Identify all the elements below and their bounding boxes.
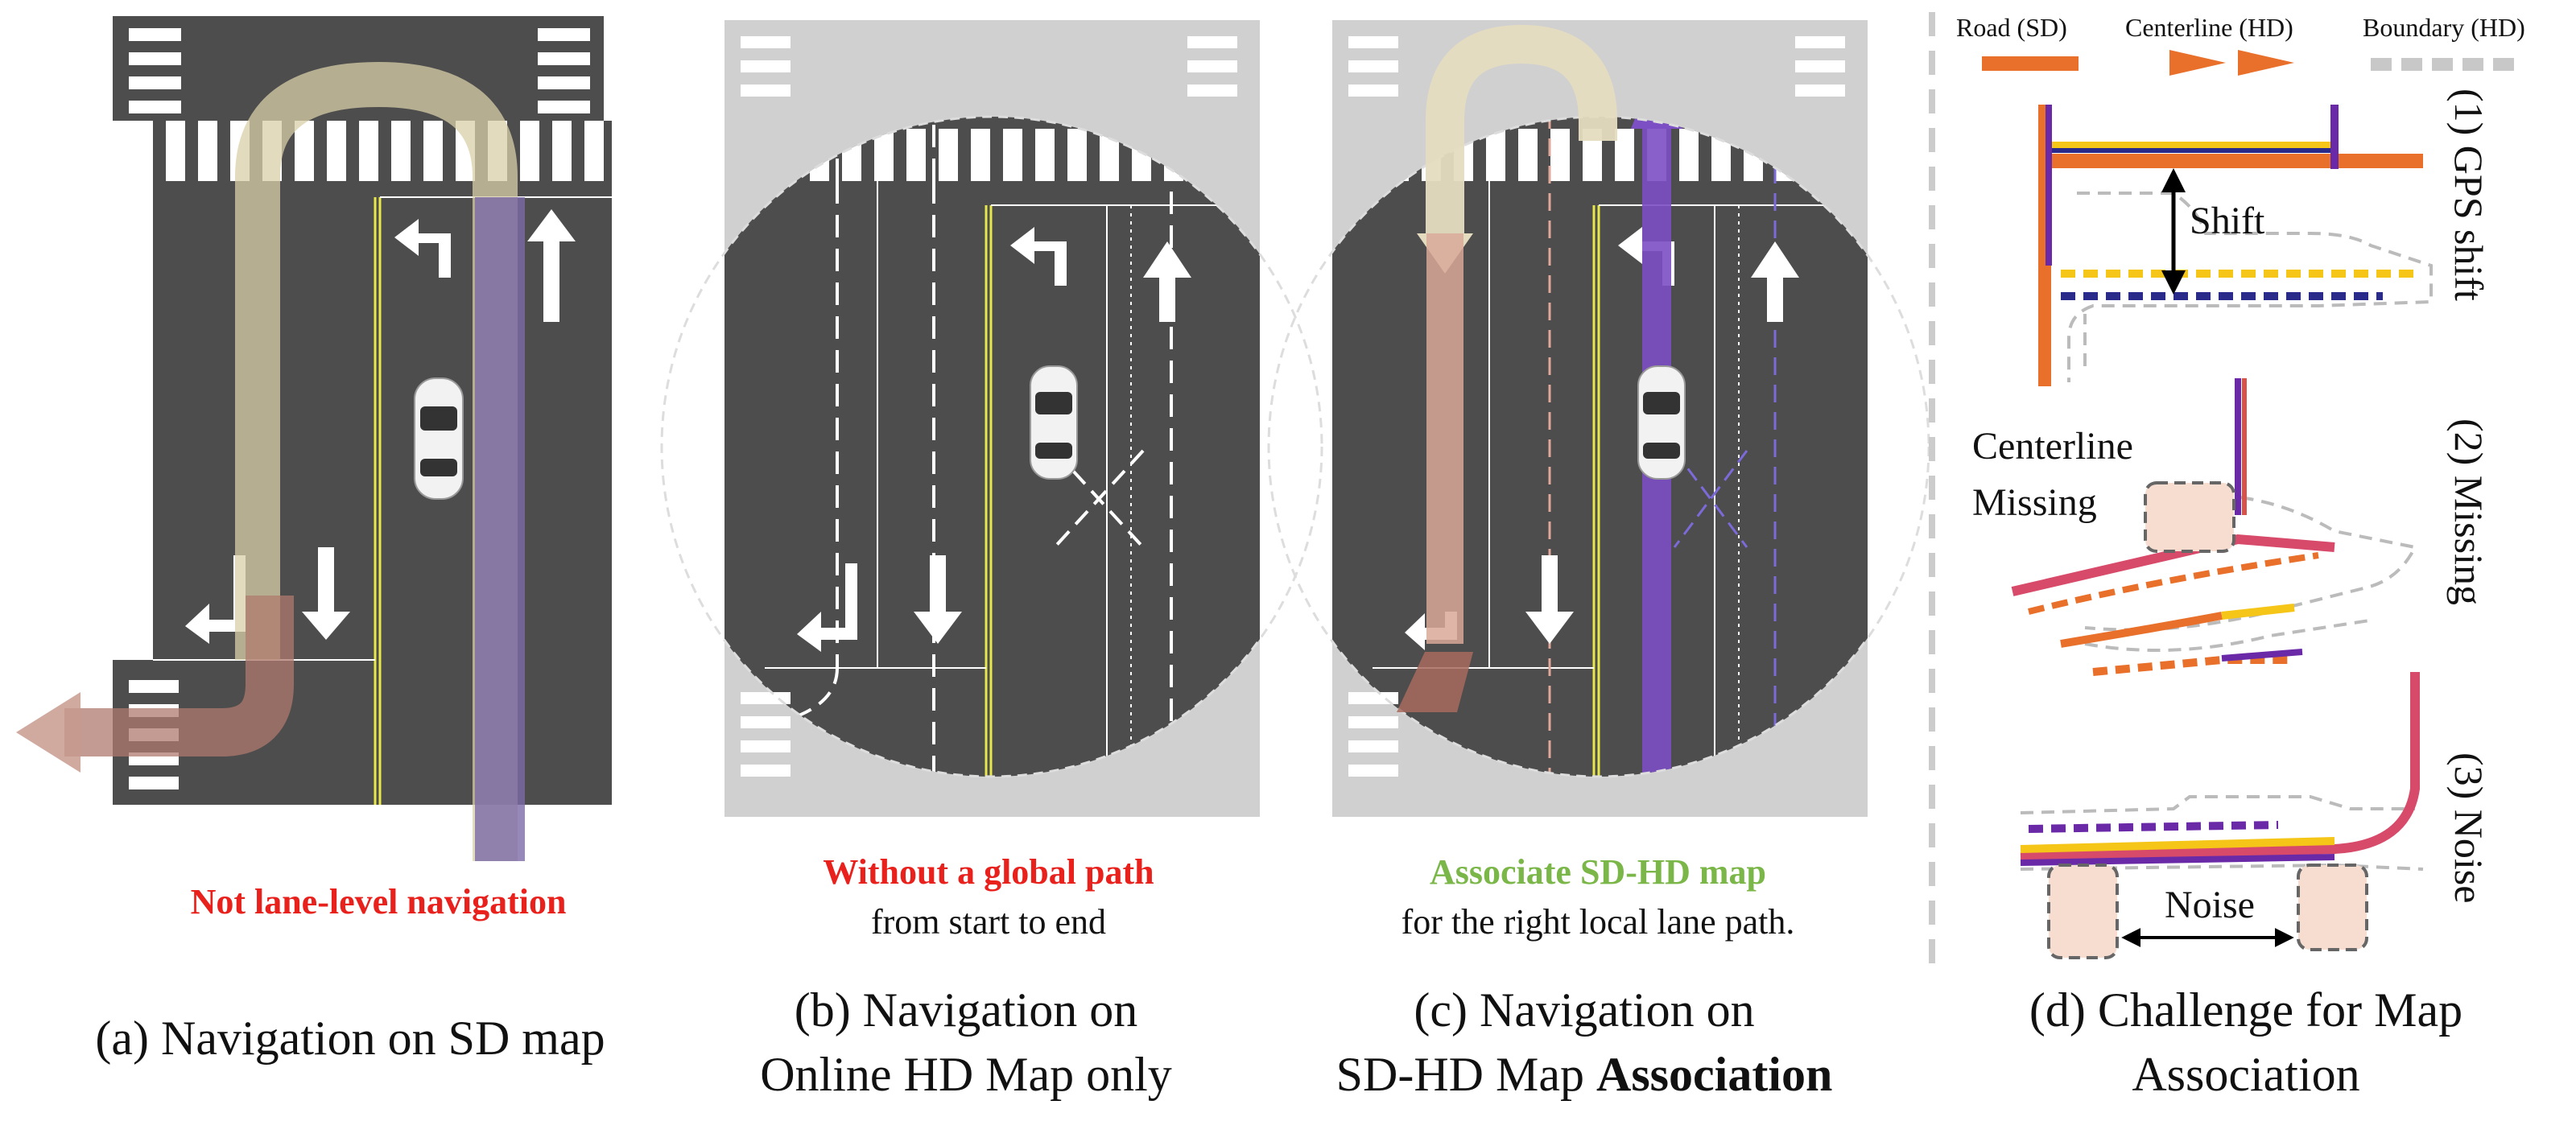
- row1-label: (1) GPS shift: [2446, 89, 2491, 301]
- legend-centerline-swatch: [2169, 50, 2294, 76]
- missing-annotation-line2: Missing: [1972, 481, 2097, 524]
- panel-c-diagram: [1267, 20, 1930, 817]
- panel-a-note: Not lane-level navigation: [191, 882, 567, 921]
- panel-d-missing: Centerline Missing: [1972, 378, 2417, 676]
- panel-b-diagram: [660, 20, 1323, 817]
- panel-b-caption-line2: Online HD Map only: [760, 1048, 1172, 1101]
- legend-road-swatch: [1982, 56, 2079, 71]
- panel-c-note-rest: for the right local lane path.: [1402, 902, 1795, 942]
- panel-c-note-bold: Associate SD-HD map: [1430, 852, 1766, 892]
- sdhd-route-uturn: [1426, 24, 1617, 233]
- panel-d-caption-line2: Association: [2132, 1048, 2359, 1101]
- missing-annotation-line1: Centerline: [1972, 425, 2133, 468]
- panel-b-note-bold: Without a global path: [823, 852, 1154, 892]
- panel-d-noise: Noise: [2020, 672, 2424, 959]
- legend-road-label: Road (SD): [1956, 13, 2067, 42]
- panel-c-caption-line2: SD-HD Map Association: [1336, 1048, 1833, 1101]
- ego-car-icon: [1637, 365, 1686, 480]
- legend-boundary-label: Boundary (HD): [2363, 13, 2525, 42]
- row2-label: (2) Missing: [2446, 418, 2491, 605]
- noise-annotation: Noise: [2165, 884, 2255, 926]
- panel-d-caption-line1: (d) Challenge for Map: [2029, 983, 2462, 1037]
- gps-shift-annotation: Shift: [2190, 200, 2265, 242]
- legend-centerline-label: Centerline (HD): [2125, 13, 2293, 42]
- ego-car-icon: [1030, 365, 1078, 480]
- panel-b-note-rest: from start to end: [871, 902, 1106, 942]
- panel-b-caption-line1: (b) Navigation on: [795, 983, 1138, 1037]
- panel-d-legend: Road (SD) Centerline (HD) Boundary (HD): [1956, 13, 2525, 76]
- noise-box-right: [2297, 864, 2368, 951]
- panel-a-caption: (a) Navigation on SD map: [95, 1012, 605, 1065]
- ego-car-icon: [414, 377, 464, 500]
- sd-route-uturn: [235, 61, 518, 861]
- missing-box: [2144, 481, 2235, 553]
- left-turn-arrow-icon: [1397, 652, 1473, 712]
- left-turn-arrow-icon: [16, 692, 80, 773]
- panel-d-gps-shift: Shift: [2038, 105, 2433, 386]
- row3-label: (3) Noise: [2446, 752, 2491, 903]
- panel-c-caption-line1: (c) Navigation on: [1414, 983, 1754, 1037]
- sd-route-straight: [475, 197, 525, 861]
- noise-box-left: [2047, 864, 2119, 959]
- panel-a-diagram: [16, 16, 620, 861]
